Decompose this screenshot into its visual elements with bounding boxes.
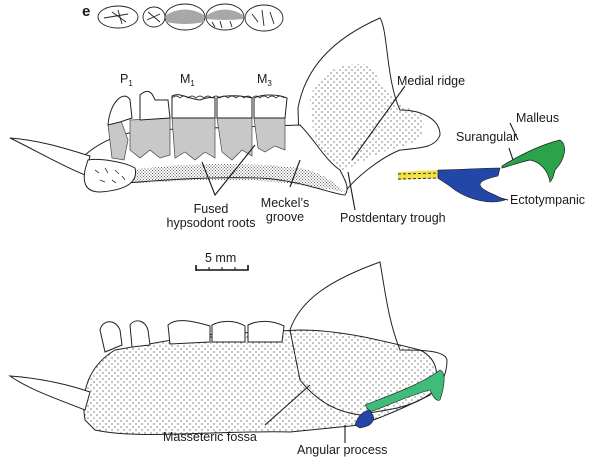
panel-label: e [82, 3, 91, 20]
label-fused-hypsodont-roots: Fused hypsodont roots [146, 202, 276, 230]
lower-malleus-green [364, 369, 445, 413]
upper-jaw-medial-view [9, 17, 519, 211]
label-fused-line1: Fused [193, 202, 229, 216]
lower-leader-lines [264, 384, 346, 443]
middle-ear-ossicles [397, 139, 565, 203]
lower-incisor [8, 375, 91, 411]
label-fused-line2: hypsodont roots [166, 216, 256, 230]
label-postdentary-trough: Postdentary trough [340, 211, 446, 225]
occlusal-tooth-row [97, 3, 284, 32]
ectotympanic-bone [437, 167, 506, 203]
label-ectotympanic: Ectotympanic [510, 193, 586, 207]
tooth-label-m1-letter: M [180, 72, 191, 86]
upper-tooth-crowns [107, 90, 288, 126]
label-meckels-line1: Meckel’s [260, 196, 310, 210]
upper-incisor [9, 137, 91, 176]
occlusal-tooth-5 [244, 4, 284, 32]
label-masseteric-fossa: Masseteric fossa [163, 430, 257, 444]
scale-bar [195, 265, 249, 271]
fused-hypsodont-roots [107, 117, 286, 161]
scale-bar-label: 5 mm [205, 251, 237, 265]
label-surangular: Surangular [456, 130, 518, 144]
occlusal-tooth-1 [97, 5, 139, 29]
tooth-label-m3: M3 [257, 72, 272, 91]
label-meckels-line2: groove [265, 210, 305, 224]
label-angular-process: Angular process [297, 443, 388, 457]
tooth-label-m3-sub: 3 [267, 79, 272, 88]
label-malleus: Malleus [516, 111, 560, 125]
label-medial-ridge: Medial ridge [397, 74, 466, 88]
angular-process-blue [354, 409, 375, 429]
lower-tooth-crowns [99, 320, 285, 353]
surangular-bone [398, 170, 442, 180]
label-meckels-groove: Meckel’s groove [254, 196, 316, 224]
tooth-label-p1: P1 [120, 72, 133, 91]
upper-leader-lines [201, 85, 519, 211]
upper-symphysis [83, 159, 137, 193]
malleus-bone [501, 139, 565, 183]
tooth-label-m1: M1 [180, 72, 195, 91]
lower-jaw-lateral-view [8, 261, 448, 443]
tooth-label-p1-sub: 1 [128, 79, 133, 88]
tooth-label-m3-letter: M [257, 72, 268, 86]
tooth-label-m1-sub: 1 [190, 79, 195, 88]
tooth-label-p1-letter: P [120, 72, 129, 86]
